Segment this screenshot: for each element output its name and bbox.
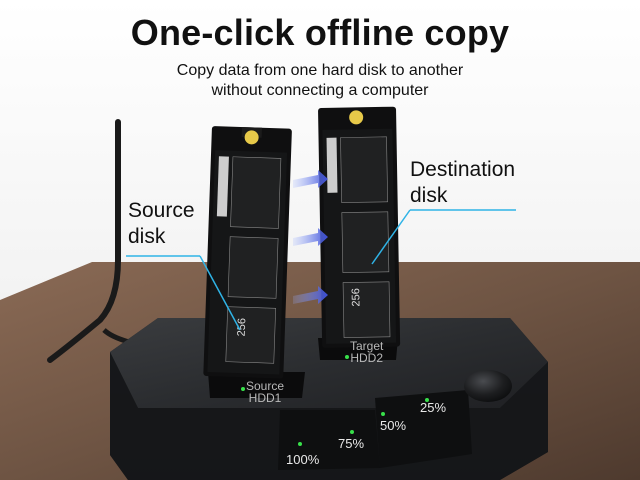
slot2-label: Target HDD2 — [350, 340, 383, 364]
slot1-label-line2: HDD1 — [248, 391, 282, 405]
source-disk-callout: Source disk — [128, 198, 195, 250]
destination-ssd-capacity: 256 — [350, 288, 362, 307]
subheadline-line-2: without connecting a computer — [211, 82, 429, 99]
led-25 — [425, 398, 429, 402]
led-100 — [298, 442, 302, 446]
source-callout-line — [126, 255, 241, 331]
display-panel-left — [278, 410, 380, 470]
slot1-label-line1: Source — [246, 379, 285, 393]
progress-label-100: 100% — [286, 452, 320, 467]
start-button-knob — [464, 370, 512, 402]
arrow-icon — [293, 228, 328, 246]
source-callout-line2: disk — [128, 225, 166, 248]
headline: One-click offline copy — [130, 12, 510, 53]
source-ssd: 256 — [203, 126, 292, 379]
arrow-icon — [293, 170, 328, 188]
slot2-label-line1: Target — [350, 339, 384, 353]
slot1-label: Source HDD1 — [246, 380, 284, 404]
source-ssd-capacity: 256 — [236, 318, 249, 337]
progress-label-75: 75% — [338, 436, 365, 451]
transfer-arrows — [293, 170, 328, 304]
destination-callout-line — [371, 209, 516, 265]
slot2-label-line2: HDD2 — [350, 351, 384, 365]
destination-disk-callout: Destination disk — [410, 157, 515, 209]
destination-callout-line2: disk — [410, 184, 448, 207]
source-callout-line1: Source — [128, 199, 195, 222]
led-50 — [381, 412, 385, 416]
arrow-icon — [293, 286, 328, 304]
destination-ssd: 256 — [318, 106, 401, 348]
led-slot1 — [241, 387, 245, 391]
destination-callout-line1: Destination — [410, 158, 516, 181]
progress-label-25: 25% — [420, 400, 447, 415]
cable — [47, 119, 121, 363]
led-slot2 — [345, 355, 349, 359]
subheadline-line-1: Copy data from one hard disk to another — [176, 62, 464, 79]
led-75 — [350, 430, 354, 434]
progress-label-50: 50% — [380, 418, 407, 433]
display-panel-right — [375, 390, 472, 468]
